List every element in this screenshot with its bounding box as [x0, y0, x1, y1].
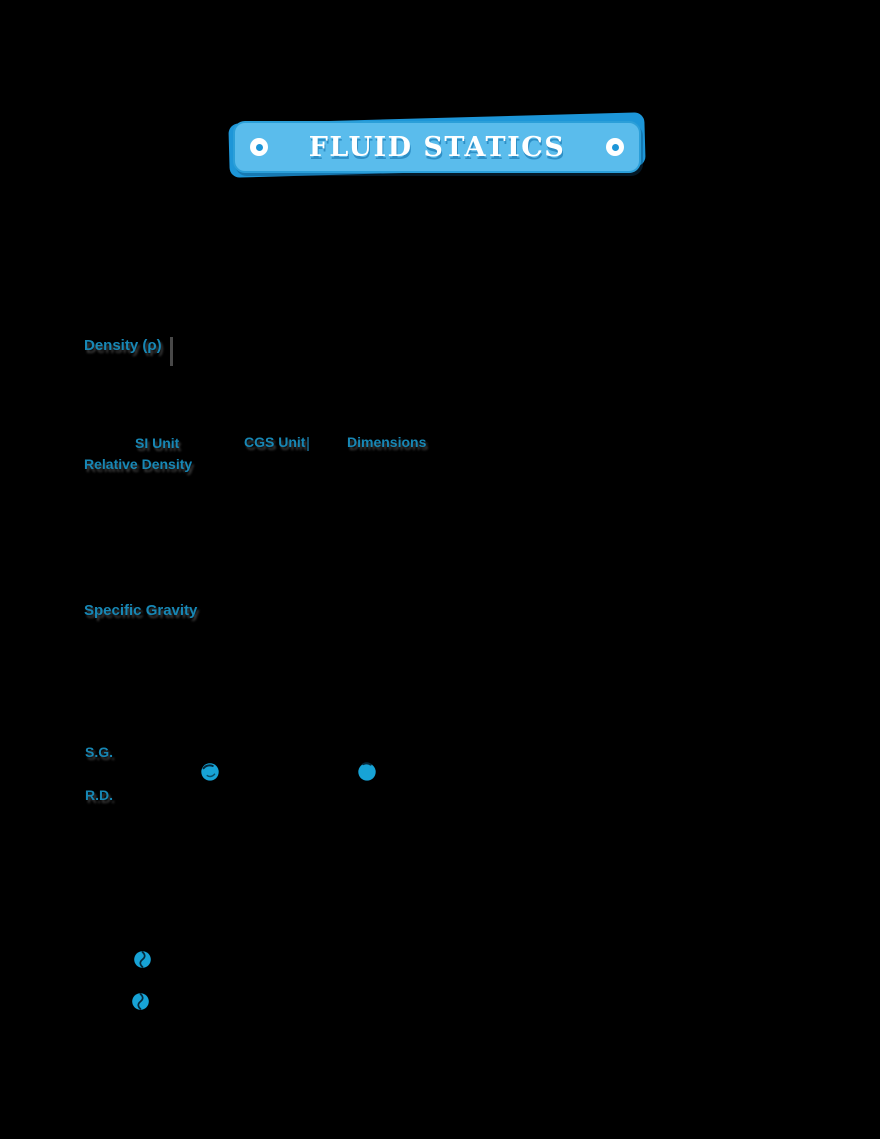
title-banner: FLUID STATICS — [226, 110, 650, 180]
water-drop-icon — [356, 760, 378, 782]
rivet-center-dot — [255, 143, 263, 151]
rivet-icon — [250, 138, 268, 156]
rivet-icon — [606, 138, 624, 156]
keyword-dimensions: Dimensions — [347, 434, 427, 450]
keyword-relative-density: Relative Density — [84, 456, 193, 472]
list-bullet-icon — [132, 949, 153, 970]
page-title: FLUID STATICS — [308, 131, 566, 163]
shadow-artifact-bar — [307, 437, 309, 451]
rivet-center-dot — [611, 143, 619, 151]
keyword-density-heading: Density (ρ) — [84, 337, 162, 354]
keyword-specific-gravity-heading: Specific Gravity — [84, 602, 198, 619]
keyword-rd-abbreviation: R.D. — [85, 787, 113, 803]
banner-front-plate: FLUID STATICS — [233, 121, 641, 173]
keyword-cgs-unit: CGS Unit — [244, 434, 306, 450]
keyword-si-unit: SI Unit — [135, 435, 180, 451]
list-bullet-icon — [130, 991, 151, 1012]
water-drop-icon — [199, 760, 221, 782]
shadow-artifact-bar — [170, 337, 173, 366]
keyword-sg-abbreviation: S.G. — [85, 744, 114, 760]
